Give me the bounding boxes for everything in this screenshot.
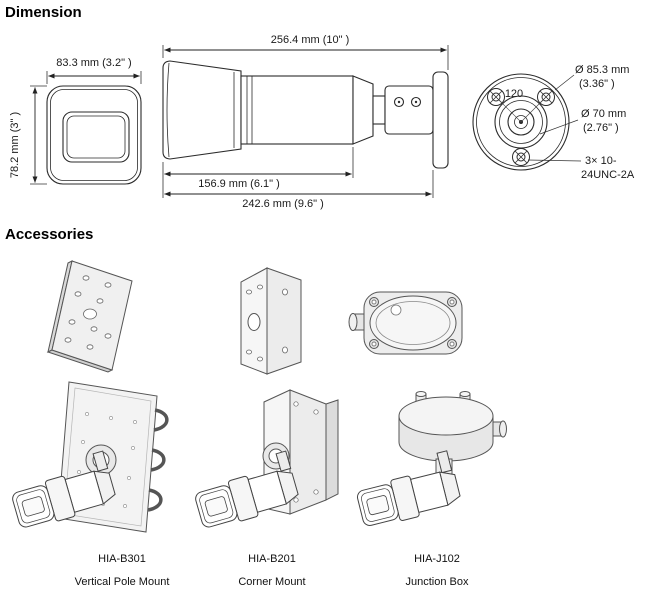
camera-front-view-drawing: 83.3 mm (3.2" ) 78.2 mm (3" ) <box>9 57 142 185</box>
accessory-pole-mount-plate-image <box>46 260 133 373</box>
side-body-length-label: 156.9 mm (6.1" ) <box>198 178 280 190</box>
rear-inner-diameter-label-line2: (2.76" ) <box>583 122 619 134</box>
camera-illustration <box>12 450 116 528</box>
camera-side-outline <box>162 60 449 169</box>
accessory-model-hia-b301: HIA-B301 <box>98 553 146 565</box>
rear-leader-lines <box>527 74 582 162</box>
pole-clamp-hooks <box>147 408 169 512</box>
accessory-name-vertical-pole-mount: Vertical Pole Mount <box>74 576 170 588</box>
side-total-length-label: 256.4 mm (10" ) <box>271 34 350 46</box>
camera-rear-view-drawing: 120 Ø 85.3 mm (3.36" ) Ø 70 mm (2.76" ) … <box>472 64 635 181</box>
rear-dimension-labels: Ø 85.3 mm (3.36" ) Ø 70 mm (2.76" ) 3× 1… <box>575 64 635 181</box>
side-body-length-dimension: 156.9 mm (6.1" ) <box>162 147 354 198</box>
mounted-camera-junction-box-image <box>356 391 507 526</box>
front-width-dimension: 83.3 mm (3.2" ) <box>46 57 142 84</box>
front-width-dimension-label: 83.3 mm (3.2" ) <box>56 57 131 69</box>
rear-thread-label-line1: 3× 10- <box>585 155 617 167</box>
front-height-dimension: 78.2 mm (3" ) <box>9 85 47 185</box>
side-bracket-length-dimension: 242.6 mm (9.6" ) <box>164 170 434 210</box>
camera-illustration <box>356 450 461 526</box>
side-bracket-length-label: 242.6 mm (9.6" ) <box>242 198 324 210</box>
dimension-section-title: Dimension <box>5 4 82 21</box>
rear-angle-marking: 120 <box>498 88 544 123</box>
camera-illustration <box>195 450 299 528</box>
accessory-model-hia-b201: HIA-B201 <box>248 553 296 565</box>
accessories-section-title: Accessories <box>5 226 94 243</box>
camera-side-view-drawing: 256.4 mm (10" ) 156.9 mm (6.1" ) 242.6 m… <box>162 34 449 210</box>
rear-outer-diameter-label-line2: (3.36" ) <box>579 78 615 90</box>
accessory-name-corner-mount: Corner Mount <box>238 576 306 588</box>
rear-thread-label-line2: 24UNC-2A <box>581 169 635 181</box>
rear-angle-label: 120 <box>505 88 523 100</box>
accessory-name-junction-box: Junction Box <box>405 576 469 588</box>
side-total-length-dimension: 256.4 mm (10" ) <box>162 34 449 70</box>
rear-outer-diameter-label-line1: Ø 85.3 mm <box>575 64 629 76</box>
front-height-dimension-label: 78.2 mm (3" ) <box>9 112 21 178</box>
accessory-corner-mount-image <box>240 267 302 375</box>
accessory-junction-box-image <box>348 291 463 355</box>
pole-plate-shape <box>46 260 133 373</box>
camera-front-outline <box>46 85 142 185</box>
accessory-model-hia-j102: HIA-J102 <box>414 553 460 565</box>
rear-inner-diameter-label-line1: Ø 70 mm <box>581 108 626 120</box>
mounted-camera-corner-mount-image <box>195 389 339 528</box>
junction-box-shape <box>348 291 463 355</box>
corner-mount-shape <box>240 267 302 375</box>
mounted-camera-pole-mount-image <box>12 381 169 533</box>
